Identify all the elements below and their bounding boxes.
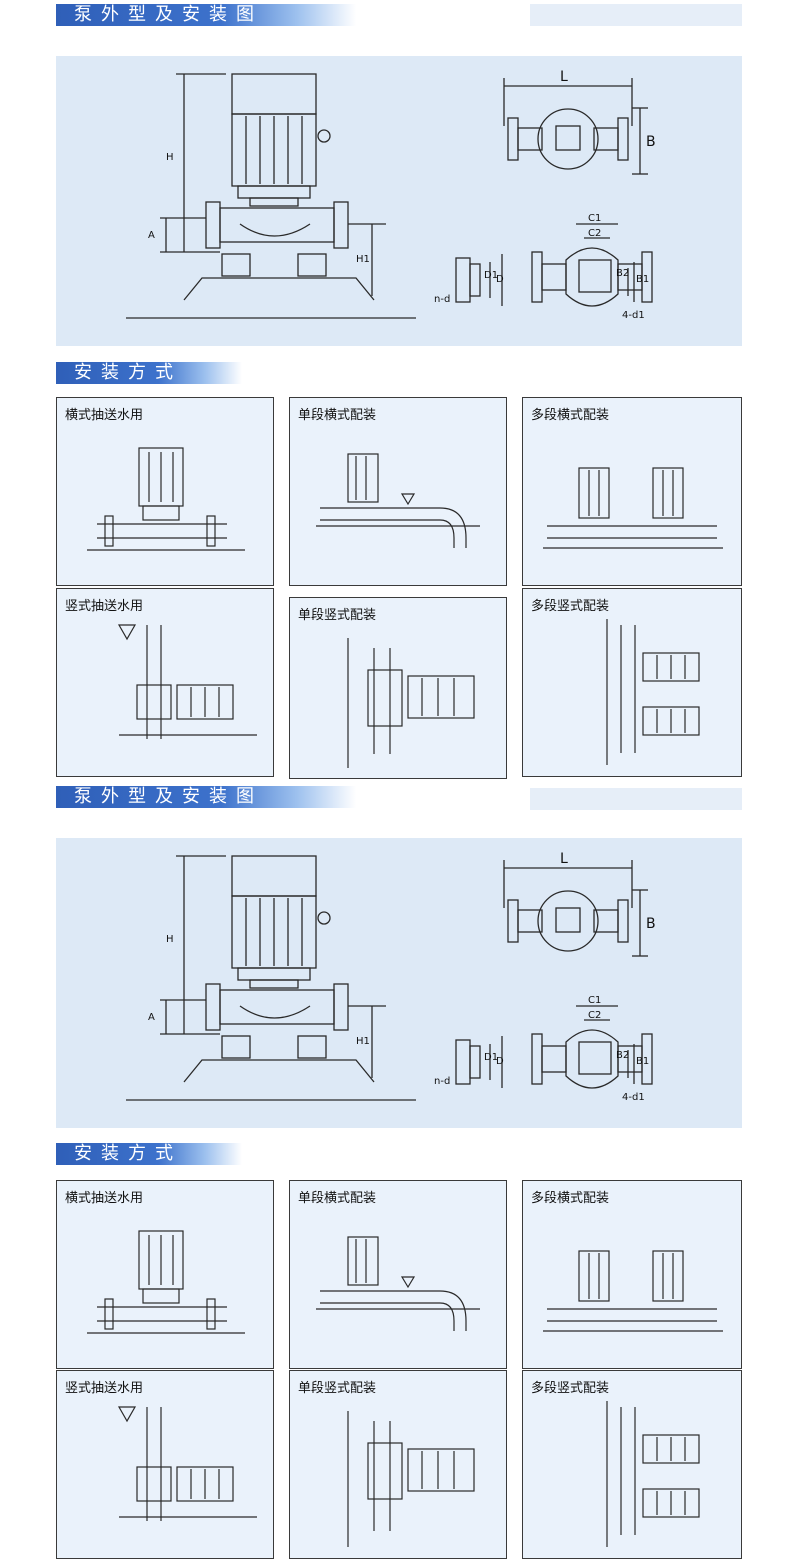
pump-outline-drawing: H A H1 L B D1 D n-d C1 C2 B2 B1 4-d1 <box>126 851 656 1103</box>
method-box: 单段竖式配装 <box>289 1370 507 1559</box>
method-sketch <box>347 638 475 768</box>
dim-label-d: D <box>496 1056 504 1067</box>
method-sketch <box>316 1236 480 1331</box>
section-heading-outline: 泵外型及安装图 <box>56 4 356 26</box>
motor-top <box>231 73 317 115</box>
method-sketch <box>117 624 257 739</box>
dim-label-h: H <box>166 934 174 945</box>
dim-label-c2: C2 <box>588 228 601 239</box>
dim-label-d1: D1 <box>484 1052 498 1063</box>
method-caption: 多段横式配装 <box>531 1191 610 1206</box>
dim-label-b1: B1 <box>636 274 649 285</box>
method-box: 横式抽送水用 <box>56 397 274 586</box>
section-heading-outline-2: 泵外型及安装图 <box>56 786 356 808</box>
method-caption: 单段竖式配装 <box>298 1381 377 1396</box>
method-sketch <box>347 1411 475 1547</box>
section-heading-installation: 安装方式 <box>56 362 242 384</box>
dim-label-n-d: n-d <box>434 294 450 305</box>
dim-label-c1: C1 <box>588 995 601 1006</box>
dim-label-b2: B2 <box>616 1050 629 1061</box>
method-caption: 横式抽送水用 <box>65 1191 144 1206</box>
background-strip <box>530 4 742 26</box>
method-box: 竖式抽送水用 <box>56 1370 274 1559</box>
method-sketch <box>87 447 245 551</box>
method-sketch <box>606 1401 700 1547</box>
method-box: 多段竖式配装 <box>522 1370 742 1559</box>
dim-label-c1: C1 <box>588 213 601 224</box>
method-caption: 单段横式配装 <box>298 1191 377 1206</box>
method-sketch <box>543 467 723 549</box>
method-caption: 多段竖式配装 <box>531 599 610 614</box>
dim-label-b1: B1 <box>636 1056 649 1067</box>
method-box: 多段横式配装 <box>522 397 742 586</box>
dim-label-a: A <box>148 1012 155 1023</box>
dim-label-b2: B2 <box>616 268 629 279</box>
method-caption: 单段横式配装 <box>298 408 377 423</box>
section-heading-installation-2: 安装方式 <box>56 1143 242 1165</box>
method-caption: 横式抽送水用 <box>65 408 144 423</box>
method-sketch <box>606 619 700 765</box>
dim-label-4-d1: 4-d1 <box>622 1092 645 1103</box>
dim-label-h1: H1 <box>356 254 370 265</box>
method-sketch <box>316 453 480 548</box>
dim-label-n-d: n-d <box>434 1076 450 1087</box>
method-box: 单段横式配装 <box>289 1180 507 1369</box>
method-box: 多段横式配装 <box>522 1180 742 1369</box>
dim-label-c2: C2 <box>588 1010 601 1021</box>
dim-label-4-d1: 4-d1 <box>622 310 645 321</box>
method-caption: 单段竖式配装 <box>298 608 377 623</box>
method-caption: 竖式抽送水用 <box>65 599 144 614</box>
dim-label-b: B <box>646 916 656 932</box>
dim-label-h1: H1 <box>356 1036 370 1047</box>
method-caption: 多段竖式配装 <box>531 1381 610 1396</box>
outline-drawing-panel-2: H A H1 L B D1 D n-d C1 C2 B2 B1 4-d1 <box>56 838 742 1128</box>
dim-label-b: B <box>646 134 656 150</box>
outline-drawing-panel: H A H1 L B D1 D n-d C1 C2 B2 B1 4-d1 <box>56 56 742 346</box>
dim-label-l: L <box>560 851 568 867</box>
method-sketch <box>117 1406 257 1521</box>
dim-label-a: A <box>148 230 155 241</box>
method-sketch <box>543 1250 723 1332</box>
dim-label-d1: D1 <box>484 270 498 281</box>
method-box: 单段竖式配装 <box>289 597 507 779</box>
method-box: 横式抽送水用 <box>56 1180 274 1369</box>
method-sketch <box>87 1230 245 1334</box>
method-box: 竖式抽送水用 <box>56 588 274 777</box>
background-strip <box>530 788 742 810</box>
dim-label-l: L <box>560 69 568 85</box>
method-caption: 竖式抽送水用 <box>65 1381 144 1396</box>
dim-label-h: H <box>166 152 174 163</box>
method-caption: 多段横式配装 <box>531 408 610 423</box>
method-box: 单段横式配装 <box>289 397 507 586</box>
pump-outline-drawing: H A H1 L B D1 D n-d C1 C2 B2 B1 4-d1 <box>126 69 656 321</box>
dim-label-d: D <box>496 274 504 285</box>
method-box: 多段竖式配装 <box>522 588 742 777</box>
